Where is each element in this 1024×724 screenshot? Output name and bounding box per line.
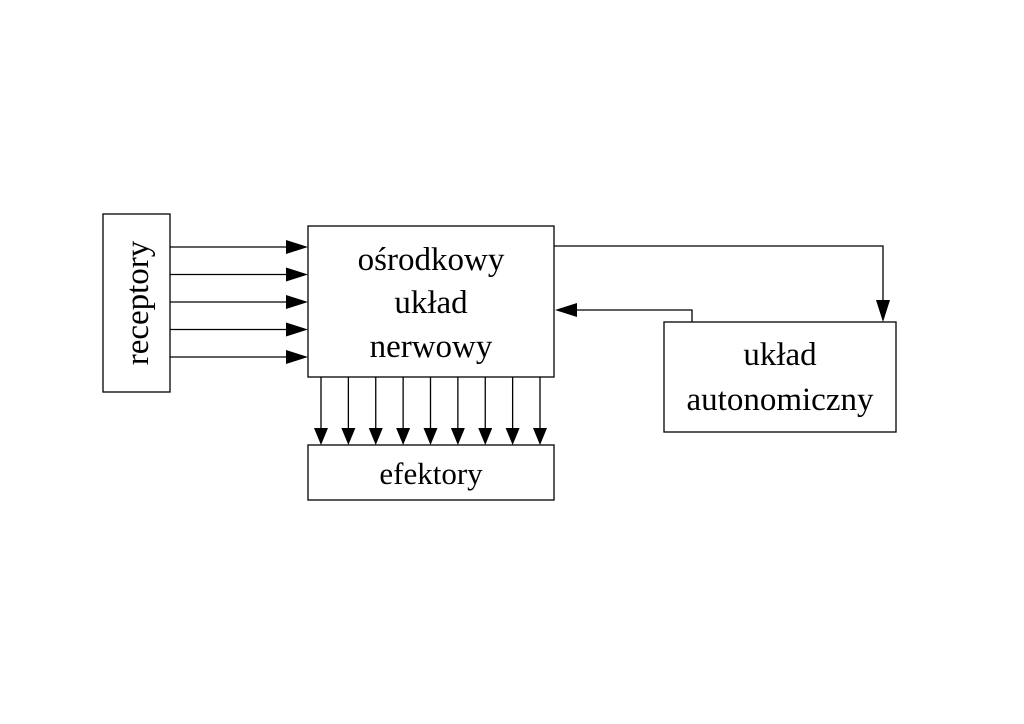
- arrowhead-icon: [286, 322, 308, 337]
- arrowhead-icon: [396, 428, 411, 445]
- cns-label-line1: ośrodkowy: [358, 242, 505, 278]
- autonomic-node: układ autonomiczny: [663, 321, 897, 433]
- arrowhead-icon: [286, 295, 308, 309]
- autonomic-label-line2: autonomiczny: [687, 382, 874, 418]
- arrowhead-icon: [533, 428, 547, 445]
- arrowhead-icon: [450, 428, 465, 445]
- arrowhead-icon: [286, 267, 308, 282]
- cns-label-line2: układ: [394, 285, 468, 321]
- cns-to-autonomic-arrow: [554, 245, 890, 322]
- autonomic-to-cns-arrow: [555, 303, 693, 322]
- receptors-node: receptory: [102, 213, 171, 393]
- arrowhead-icon: [555, 303, 577, 317]
- arrowhead-icon: [876, 300, 890, 322]
- receptor-to-cns-arrows: [170, 240, 308, 364]
- arrowhead-icon: [286, 240, 308, 254]
- arrowhead-icon: [505, 428, 520, 445]
- arrowhead-icon: [423, 428, 438, 445]
- receptors-label: receptory: [120, 240, 156, 365]
- cns-to-effector-arrows: [314, 377, 547, 445]
- cns-node: ośrodkowy układ nerwowy: [307, 225, 555, 378]
- cns-label-line3: nerwowy: [370, 329, 493, 365]
- arrowhead-icon: [286, 350, 308, 364]
- arrowhead-icon: [368, 428, 383, 445]
- effectors-node: efektory: [307, 444, 555, 501]
- effectors-label: efektory: [379, 456, 483, 491]
- autonomic-label-line1: układ: [743, 337, 817, 373]
- arrowhead-icon: [341, 428, 356, 445]
- arrowhead-icon: [478, 428, 493, 445]
- arrowhead-icon: [314, 428, 328, 445]
